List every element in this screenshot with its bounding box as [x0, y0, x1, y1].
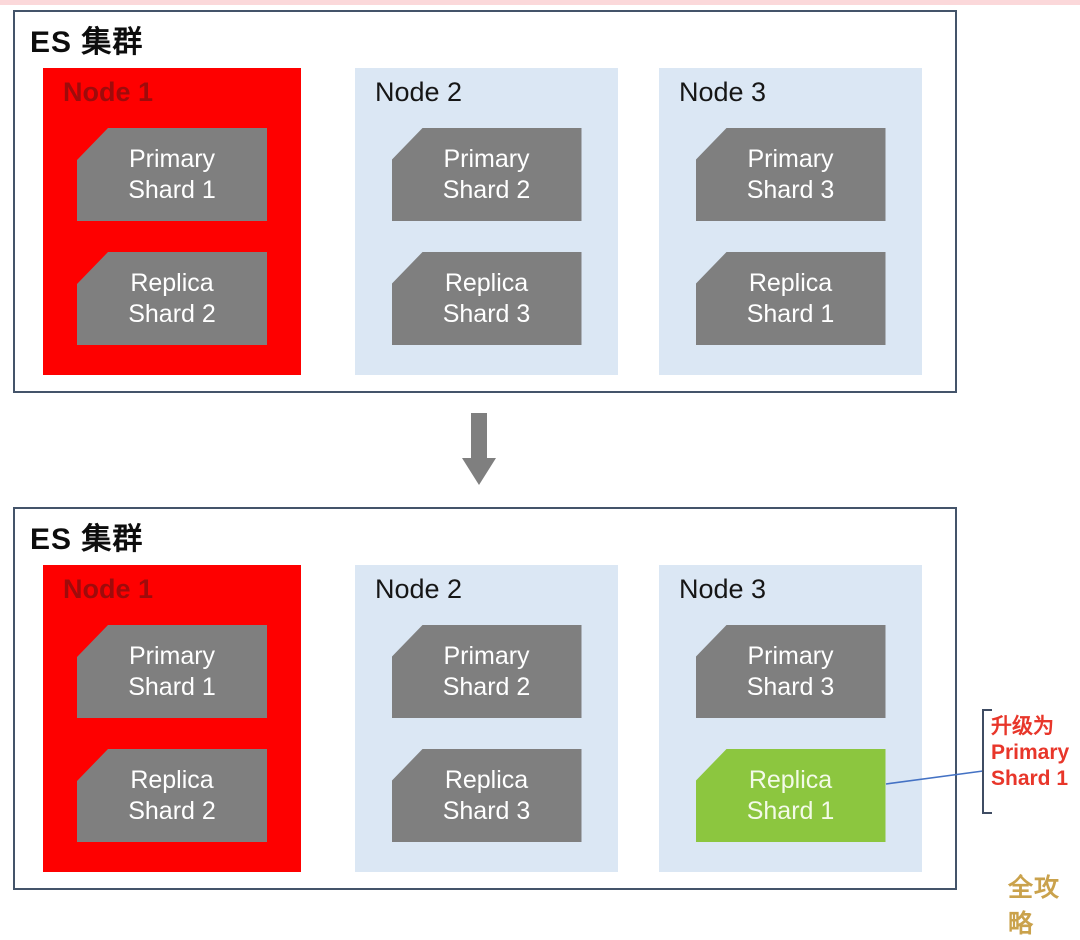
shard-label: Shard 3 — [746, 672, 835, 701]
shard-label: Shard 3 — [442, 796, 531, 825]
annotation-line: 升级为 — [991, 715, 1054, 738]
shard-label: Primary — [443, 144, 530, 173]
shard-label: Shard 1 — [128, 672, 216, 701]
shard-replica-3: Replica Shard 3 — [391, 252, 582, 345]
cluster-title: ES 集群 — [30, 26, 144, 59]
shard-primary-1: Primary Shard 1 — [77, 625, 267, 718]
node-2-box: Node 2 Primary Shard 2 Replica Shard 3 — [355, 565, 618, 872]
shard-label: Replica — [444, 268, 529, 297]
node-3-box: Node 3 Primary Shard 3 Replica Shard 1 — [659, 68, 922, 375]
shard-label: Shard 1 — [746, 299, 835, 328]
node-2-title: Node 2 — [375, 574, 463, 604]
node-3-box: Node 3 Primary Shard 3 Replica Shard 1 — [659, 565, 922, 872]
node-1-title: Node 1 — [63, 77, 154, 107]
shard-label: Replica — [748, 765, 833, 794]
shard-primary-1: Primary Shard 1 — [77, 128, 267, 221]
shard-label: Replica — [130, 268, 214, 297]
node-3-title: Node 3 — [679, 77, 767, 107]
shard-replica-3: Replica Shard 3 — [391, 749, 582, 842]
shard-label: Shard 2 — [128, 796, 216, 825]
shard-label: Shard 3 — [746, 175, 835, 204]
shard-label: Replica — [130, 765, 214, 794]
shard-label: Primary — [128, 641, 216, 670]
node-3-title: Node 3 — [679, 574, 767, 604]
shard-replica-2: Replica Shard 2 — [77, 749, 267, 842]
shard-label: Shard 1 — [746, 796, 835, 825]
node-2-title: Node 2 — [375, 77, 463, 107]
node-2-box: Node 2 Primary Shard 2 Replica Shard 3 — [355, 68, 618, 375]
down-arrow-icon — [462, 413, 496, 485]
shard-primary-3: Primary Shard 3 — [695, 625, 886, 718]
shard-label: Primary — [128, 144, 216, 173]
cluster-box-before: ES 集群 Node 1 Primary Shard 1 Replica Sha… — [13, 10, 957, 393]
shard-label: Primary — [443, 641, 530, 670]
shard-label: Shard 2 — [442, 175, 531, 204]
shard-label: Shard 2 — [442, 672, 531, 701]
shard-label: Primary — [747, 641, 834, 670]
shard-primary-2: Primary Shard 2 — [391, 128, 582, 221]
shard-label: Shard 1 — [128, 175, 216, 204]
annotation-connector — [885, 709, 992, 814]
annotation-line: Shard 1 — [991, 767, 1069, 790]
watermark-text: 全攻略 — [1008, 874, 1061, 938]
top-edge-strip — [0, 0, 1080, 5]
promotion-annotation: 升级为 Primary Shard 1 — [991, 714, 1079, 792]
annotation-line: Primary — [991, 741, 1070, 764]
cluster-box-after: ES 集群 Node 1 Primary Shard 1 Replica Sha… — [13, 507, 957, 890]
node-1-title: Node 1 — [63, 574, 154, 604]
shard-primary-2: Primary Shard 2 — [391, 625, 582, 718]
shard-label: Shard 2 — [128, 299, 216, 328]
node-1-box: Node 1 Primary Shard 1 Replica Shard 2 — [43, 565, 301, 872]
shard-replica-2: Replica Shard 2 — [77, 252, 267, 345]
node-1-box: Node 1 Primary Shard 1 Replica Shard 2 — [43, 68, 301, 375]
cluster-title: ES 集群 — [30, 523, 144, 556]
connector-line — [885, 770, 984, 785]
shard-replica-1: Replica Shard 1 — [695, 252, 886, 345]
shard-label: Replica — [748, 268, 833, 297]
shard-primary-3: Primary Shard 3 — [695, 128, 886, 221]
annotation-bracket — [982, 709, 992, 814]
shard-label: Replica — [444, 765, 529, 794]
shard-replica-1-promoted: Replica Shard 1 — [695, 749, 886, 842]
shard-label: Primary — [747, 144, 834, 173]
shard-label: Shard 3 — [442, 299, 531, 328]
